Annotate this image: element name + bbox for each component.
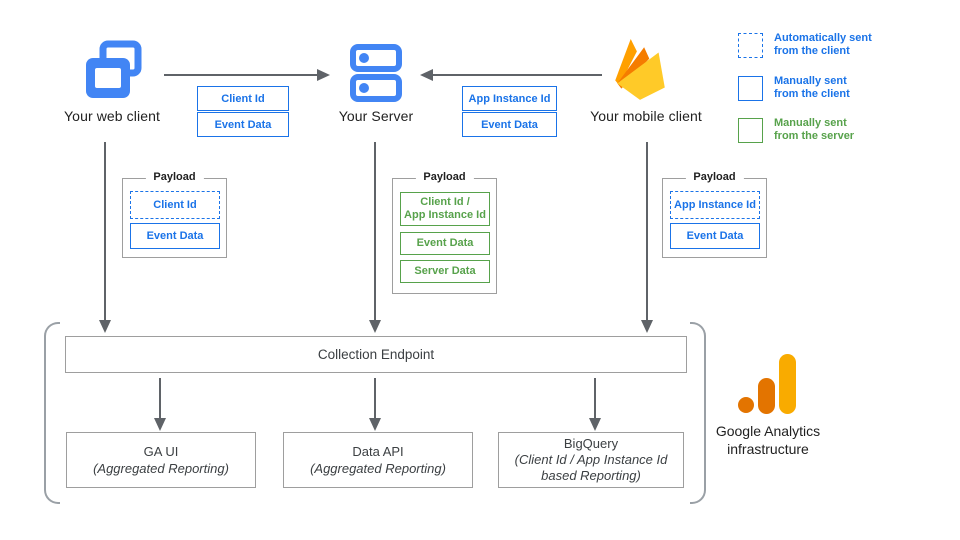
solid-blue-swatch-icon (738, 75, 763, 101)
payload-box-mobile: Payload App Instance Id Event Data (662, 171, 767, 258)
output-subtitle: (Aggregated Reporting) (310, 461, 446, 476)
payload-item: Client Id / App Instance Id (400, 192, 490, 226)
web-client-label: Your web client (64, 108, 160, 124)
flow-param-event-data-mobile: Event Data (462, 112, 557, 137)
legend-item-manual-server: Manually sent from the server (738, 117, 854, 143)
output-title: BigQuery (563, 436, 619, 451)
web-down-arrowhead-icon (99, 320, 111, 333)
collection-endpoint-label: Collection Endpoint (317, 347, 435, 362)
output-title: Data API (352, 444, 404, 459)
server-label: Your Server (338, 108, 414, 124)
collection-endpoint-box: Collection Endpoint (65, 336, 687, 373)
endpoint-to-gaui-arrowhead-icon (154, 418, 166, 431)
output-subtitle: (Aggregated Reporting) (93, 461, 229, 476)
payload-title: Payload (415, 171, 474, 183)
web-to-server-arrow-line (164, 74, 317, 76)
google-analytics-logo-icon (738, 354, 796, 414)
payload-box-server: Payload Client Id / App Instance Id Even… (392, 171, 497, 294)
web-down-arrow-line (104, 142, 106, 320)
payload-item: Client Id (130, 191, 220, 219)
output-box-ga-ui: GA UI (Aggregated Reporting) (66, 432, 256, 488)
output-title: GA UI (143, 444, 179, 459)
flow-param-event-data: Event Data (197, 112, 289, 137)
dashed-blue-swatch-icon (738, 32, 763, 58)
legend-label: Manually sent from the server (774, 117, 855, 142)
endpoint-to-dataapi-line (374, 378, 376, 418)
payload-item: Event Data (670, 223, 760, 249)
endpoint-to-dataapi-arrowhead-icon (369, 418, 381, 431)
group-bracket-right (690, 322, 706, 504)
mobile-to-server-arrow-line (433, 74, 602, 76)
payload-item: Event Data (400, 232, 490, 255)
mobile-down-arrow-line (646, 142, 648, 320)
legend-label: Automatically sent from the client (774, 32, 872, 57)
payload-box-web: Payload Client Id Event Data (122, 171, 227, 258)
payload-title: Payload (685, 171, 744, 183)
output-box-bigquery: BigQuery (Client Id / App Instance Id ba… (498, 432, 684, 488)
legend-item-auto-client: Automatically sent from the client (738, 32, 872, 58)
endpoint-to-bigquery-arrowhead-icon (589, 418, 601, 431)
payload-title: Payload (145, 171, 204, 183)
endpoint-to-bigquery-line (594, 378, 596, 418)
payload-item: App Instance Id (670, 191, 760, 219)
mobile-down-arrowhead-icon (641, 320, 653, 333)
payload-item: Server Data (400, 260, 490, 283)
mobile-client-label: Your mobile client (590, 108, 702, 124)
mobile-to-server-arrowhead-icon (420, 69, 433, 81)
web-to-server-arrowhead-icon (317, 69, 330, 81)
legend-item-manual-client: Manually sent from the client (738, 75, 850, 101)
server-down-arrowhead-icon (369, 320, 381, 333)
output-subtitle: (Client Id / App Instance Id based Repor… (514, 452, 668, 483)
solid-green-swatch-icon (738, 117, 763, 143)
legend-label: Manually sent from the client (774, 75, 850, 100)
flow-param-app-instance-id: App Instance Id (462, 86, 557, 111)
group-bracket-left (44, 322, 60, 504)
server-icon (350, 44, 402, 102)
server-down-arrow-line (374, 142, 376, 320)
output-box-data-api: Data API (Aggregated Reporting) (283, 432, 473, 488)
firebase-icon (615, 39, 665, 100)
web-client-icon (86, 40, 142, 98)
flow-param-client-id: Client Id (197, 86, 289, 111)
ga-infrastructure-caption: Google Analytics infrastructure (715, 423, 821, 457)
endpoint-to-gaui-line (159, 378, 161, 418)
payload-item: Event Data (130, 223, 220, 249)
